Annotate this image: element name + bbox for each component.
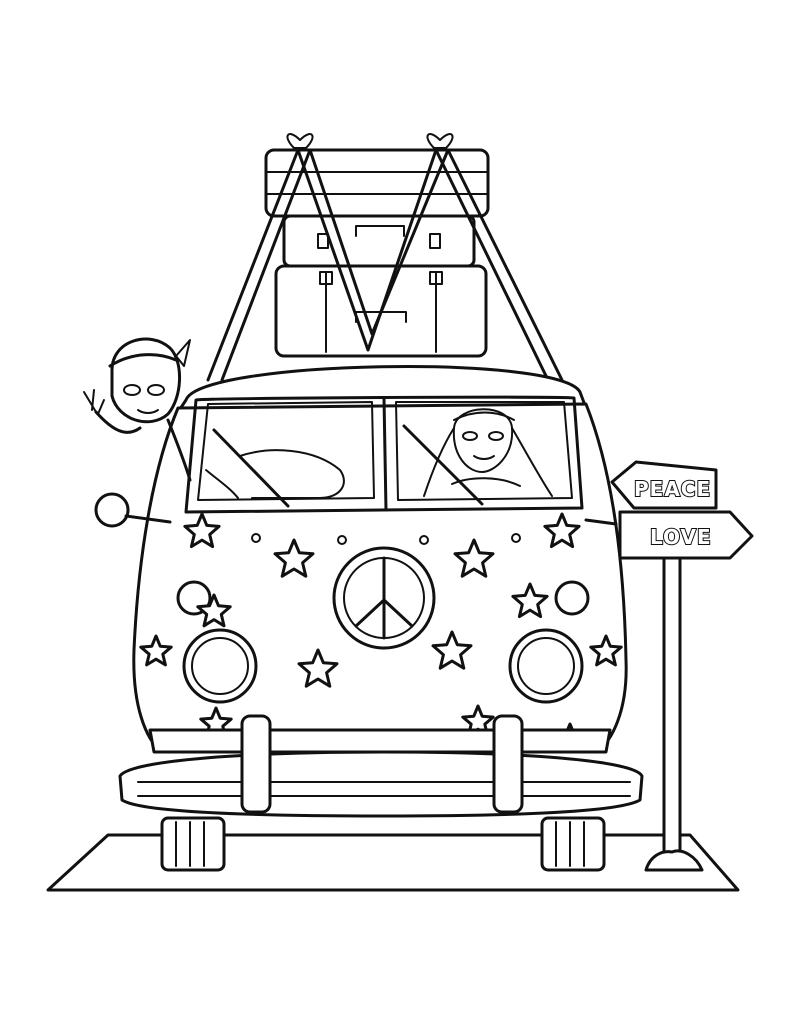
love-sign-text: LOVE bbox=[650, 525, 712, 549]
star-icon bbox=[431, 630, 473, 670]
star-icon bbox=[589, 634, 623, 667]
star-icon bbox=[139, 634, 173, 667]
signpost: PEACE LOVE bbox=[610, 460, 754, 872]
star-icon bbox=[196, 593, 232, 628]
ground-slab bbox=[46, 833, 740, 892]
star-icon bbox=[273, 538, 315, 578]
love-sign-board bbox=[618, 510, 754, 560]
roof-luggage bbox=[206, 133, 564, 382]
waving-passenger bbox=[83, 337, 192, 482]
van-front-details bbox=[176, 533, 590, 704]
front-bumper bbox=[118, 714, 644, 872]
star-icon bbox=[297, 648, 339, 688]
driver bbox=[423, 408, 553, 497]
star-icon bbox=[511, 582, 549, 619]
peace-sign-board bbox=[610, 460, 718, 510]
star-icon bbox=[543, 512, 581, 549]
peace-sign-text: PEACE bbox=[634, 477, 711, 501]
star-icon bbox=[183, 512, 221, 549]
star-icon bbox=[453, 538, 495, 578]
left-window-passenger bbox=[205, 449, 345, 499]
